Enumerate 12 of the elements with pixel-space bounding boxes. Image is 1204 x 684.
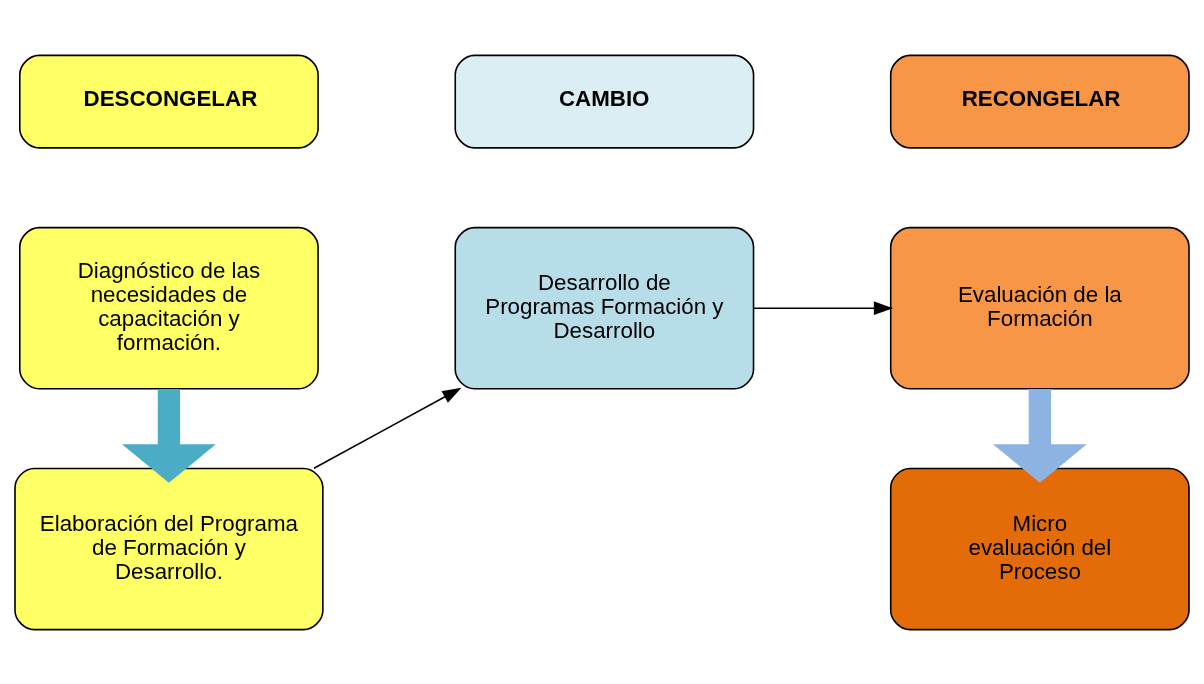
node-box: DESCONGELAR <box>19 54 319 149</box>
node-box: CAMBIO <box>454 54 755 149</box>
arrow <box>992 388 1087 483</box>
node-box: Diagnóstico de las necesidades de capacitación y formación. <box>19 226 319 390</box>
arrow <box>121 388 216 483</box>
arrow <box>313 387 462 469</box>
node-box: RECONGELAR <box>889 54 1190 149</box>
node-box: Evaluación de la Formación <box>889 226 1190 390</box>
arrow <box>752 301 894 315</box>
node-box: Desarrollo de Programas Formación y Desarrollo <box>454 226 755 390</box>
node-box: Micro evaluación del Proceso <box>889 467 1190 630</box>
node-box: Elaboración del Programa de Formación y Desarrollo. <box>14 467 324 630</box>
